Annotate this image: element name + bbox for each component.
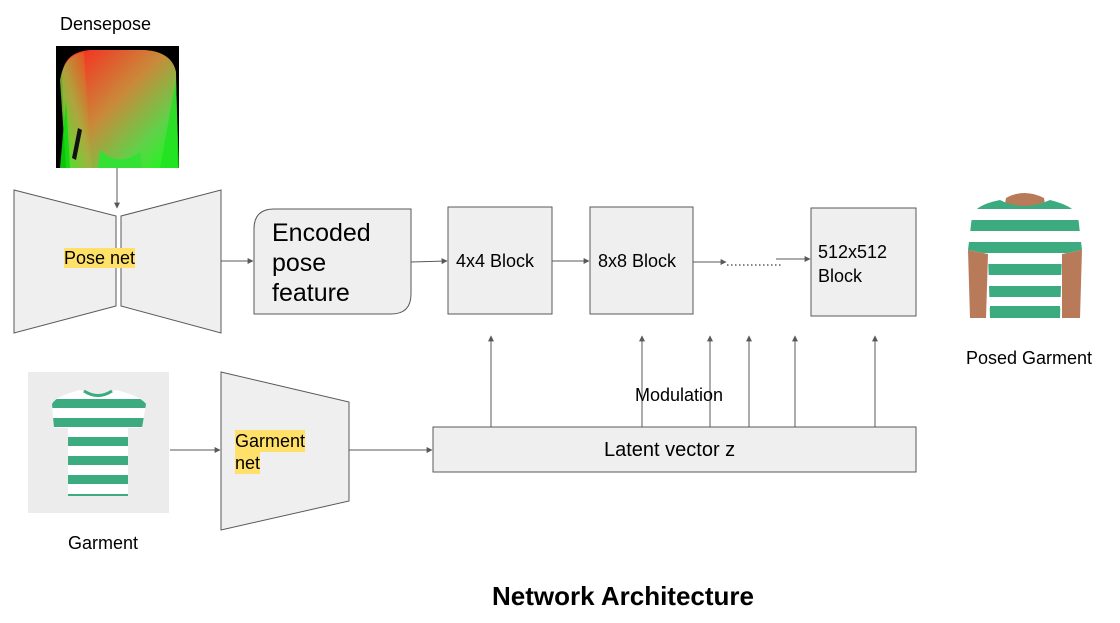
latent-vector-label: Latent vector z	[604, 439, 736, 461]
encoded-line-3: feature	[272, 279, 350, 307]
densepose-image	[56, 46, 179, 168]
encoded-pose-feature-label: Encoded pose feature	[272, 218, 371, 308]
block-8x8-label: 8x8 Block	[598, 251, 677, 271]
densepose-label: Densepose	[60, 14, 152, 34]
modulation-arrows	[488, 335, 878, 427]
block-512-line-1: 512x512	[818, 242, 888, 262]
pose-net-text: Pose net	[64, 248, 136, 268]
posed-garment-image	[965, 193, 1083, 320]
garment-net-line-2: net	[235, 452, 261, 474]
encoded-pose-feature-box	[253, 208, 412, 315]
block-4x4-label: 4x4 Block	[456, 251, 535, 271]
posed-garment-label: Posed Garment	[966, 348, 1093, 368]
garment-net-line-1: Garment	[235, 430, 306, 452]
block-4x4-box	[447, 206, 553, 315]
block-8x8-box	[589, 206, 694, 315]
garment-image	[28, 372, 169, 513]
block-512-line-2: Block	[818, 266, 863, 286]
garment-net-label: Garment net	[235, 430, 306, 474]
encoded-line-2: pose	[272, 249, 327, 277]
encoded-line-1: Encoded	[272, 219, 371, 247]
encoded-to-4x4-arrow	[410, 258, 448, 265]
latent-vector-box	[432, 426, 917, 473]
garment-label: Garment	[68, 533, 139, 553]
block-512-label: 512x512 Block	[818, 240, 887, 288]
pose-net-label: Pose net	[64, 248, 136, 269]
diagram-title: Network Architecture	[492, 581, 754, 611]
modulation-label: Modulation	[635, 385, 724, 405]
block-512-box	[810, 207, 917, 317]
